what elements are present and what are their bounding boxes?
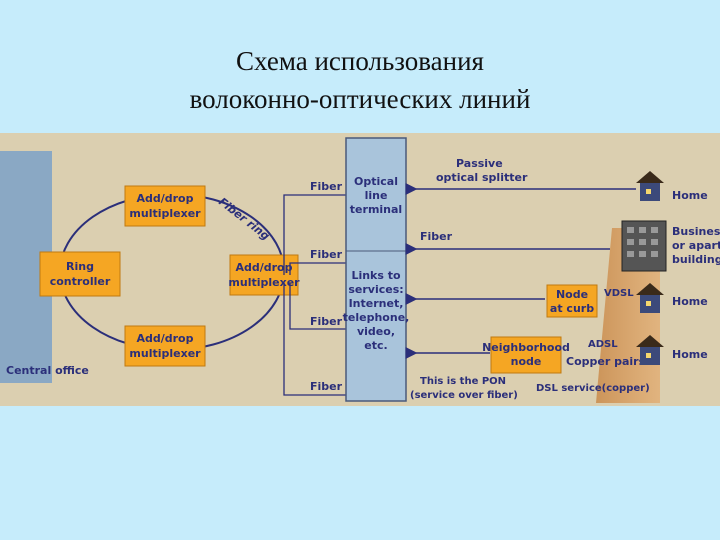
node-at-curb-box (546, 284, 598, 318)
adm-top-l1: Add/drop (136, 192, 193, 205)
business-l3: building (672, 253, 720, 266)
ring-controller-box (39, 251, 121, 297)
node-curb-l2: at curb (550, 302, 594, 315)
copper-pairs-label: Copper pairs (566, 355, 646, 368)
fiber-label-4: Fiber (310, 380, 343, 393)
passive-splitter-l2: optical splitter (436, 171, 528, 184)
fiber-label-2: Fiber (310, 248, 343, 261)
fiber-label-1: Fiber (310, 180, 343, 193)
links-l6: etc. (364, 339, 387, 352)
home-icon-2 (636, 283, 664, 313)
home-icon-3 (636, 335, 664, 365)
adm-bottom-l1: Add/drop (136, 332, 193, 345)
adm-top-box (124, 185, 206, 227)
neighborhood-l2: node (511, 355, 542, 368)
vdsl-label: VDSL (604, 288, 634, 299)
links-l3: Internet, (349, 297, 404, 310)
neighborhood-l1: Neighborhood (482, 341, 570, 354)
optical-line-terminal (345, 137, 407, 402)
links-l4: telephone, (343, 311, 410, 324)
business-building-icon (621, 220, 667, 272)
home-icon-1 (636, 171, 664, 201)
adsl-label: ADSL (588, 339, 618, 350)
dsl-service-caption: DSL service(copper) (536, 383, 650, 394)
adm-bottom-l2: multiplexer (129, 347, 201, 360)
fiber-network-diagram: Central office Fiber ring Ring controlle… (0, 133, 720, 406)
olt-l3: terminal (350, 203, 402, 216)
pon-caption-l2: (service over fiber) (410, 390, 518, 401)
fiber-label-arrow: Fiber (420, 230, 453, 243)
ring-controller-l2: controller (50, 275, 111, 288)
olt-l2: line (365, 189, 388, 202)
links-l2: services: (348, 283, 403, 296)
adm-right-l2: multiplexer (228, 276, 300, 289)
adm-top-l2: multiplexer (129, 207, 201, 220)
slide-title-line-2: волоконно-оптических линий (189, 84, 531, 114)
fiber-label-3: Fiber (310, 315, 343, 328)
adm-bottom-box (124, 325, 206, 367)
ring-controller-l1: Ring (66, 260, 94, 273)
olt-l1: Optical (354, 175, 398, 188)
home-label-3: Home (672, 348, 708, 361)
links-l5: video, (357, 325, 395, 338)
arrows (405, 183, 636, 359)
home-label-1: Home (672, 189, 708, 202)
links-l1: Links to (351, 269, 401, 282)
neighborhood-node-box (490, 336, 562, 374)
pon-caption-l1: This is the PON (420, 376, 506, 387)
adm-right-l1: Add/drop (235, 261, 292, 274)
slide-title-line-1: Схема использования (236, 46, 484, 76)
central-office-label: Central office (6, 364, 89, 377)
node-curb-l1: Node (556, 288, 588, 301)
fiber-links (283, 194, 346, 396)
business-l1: Business (672, 225, 720, 238)
business-l2: or apart (672, 239, 720, 252)
passive-splitter-l1: Passive (456, 157, 503, 170)
home-label-2: Home (672, 295, 708, 308)
adm-right-box (229, 254, 299, 296)
